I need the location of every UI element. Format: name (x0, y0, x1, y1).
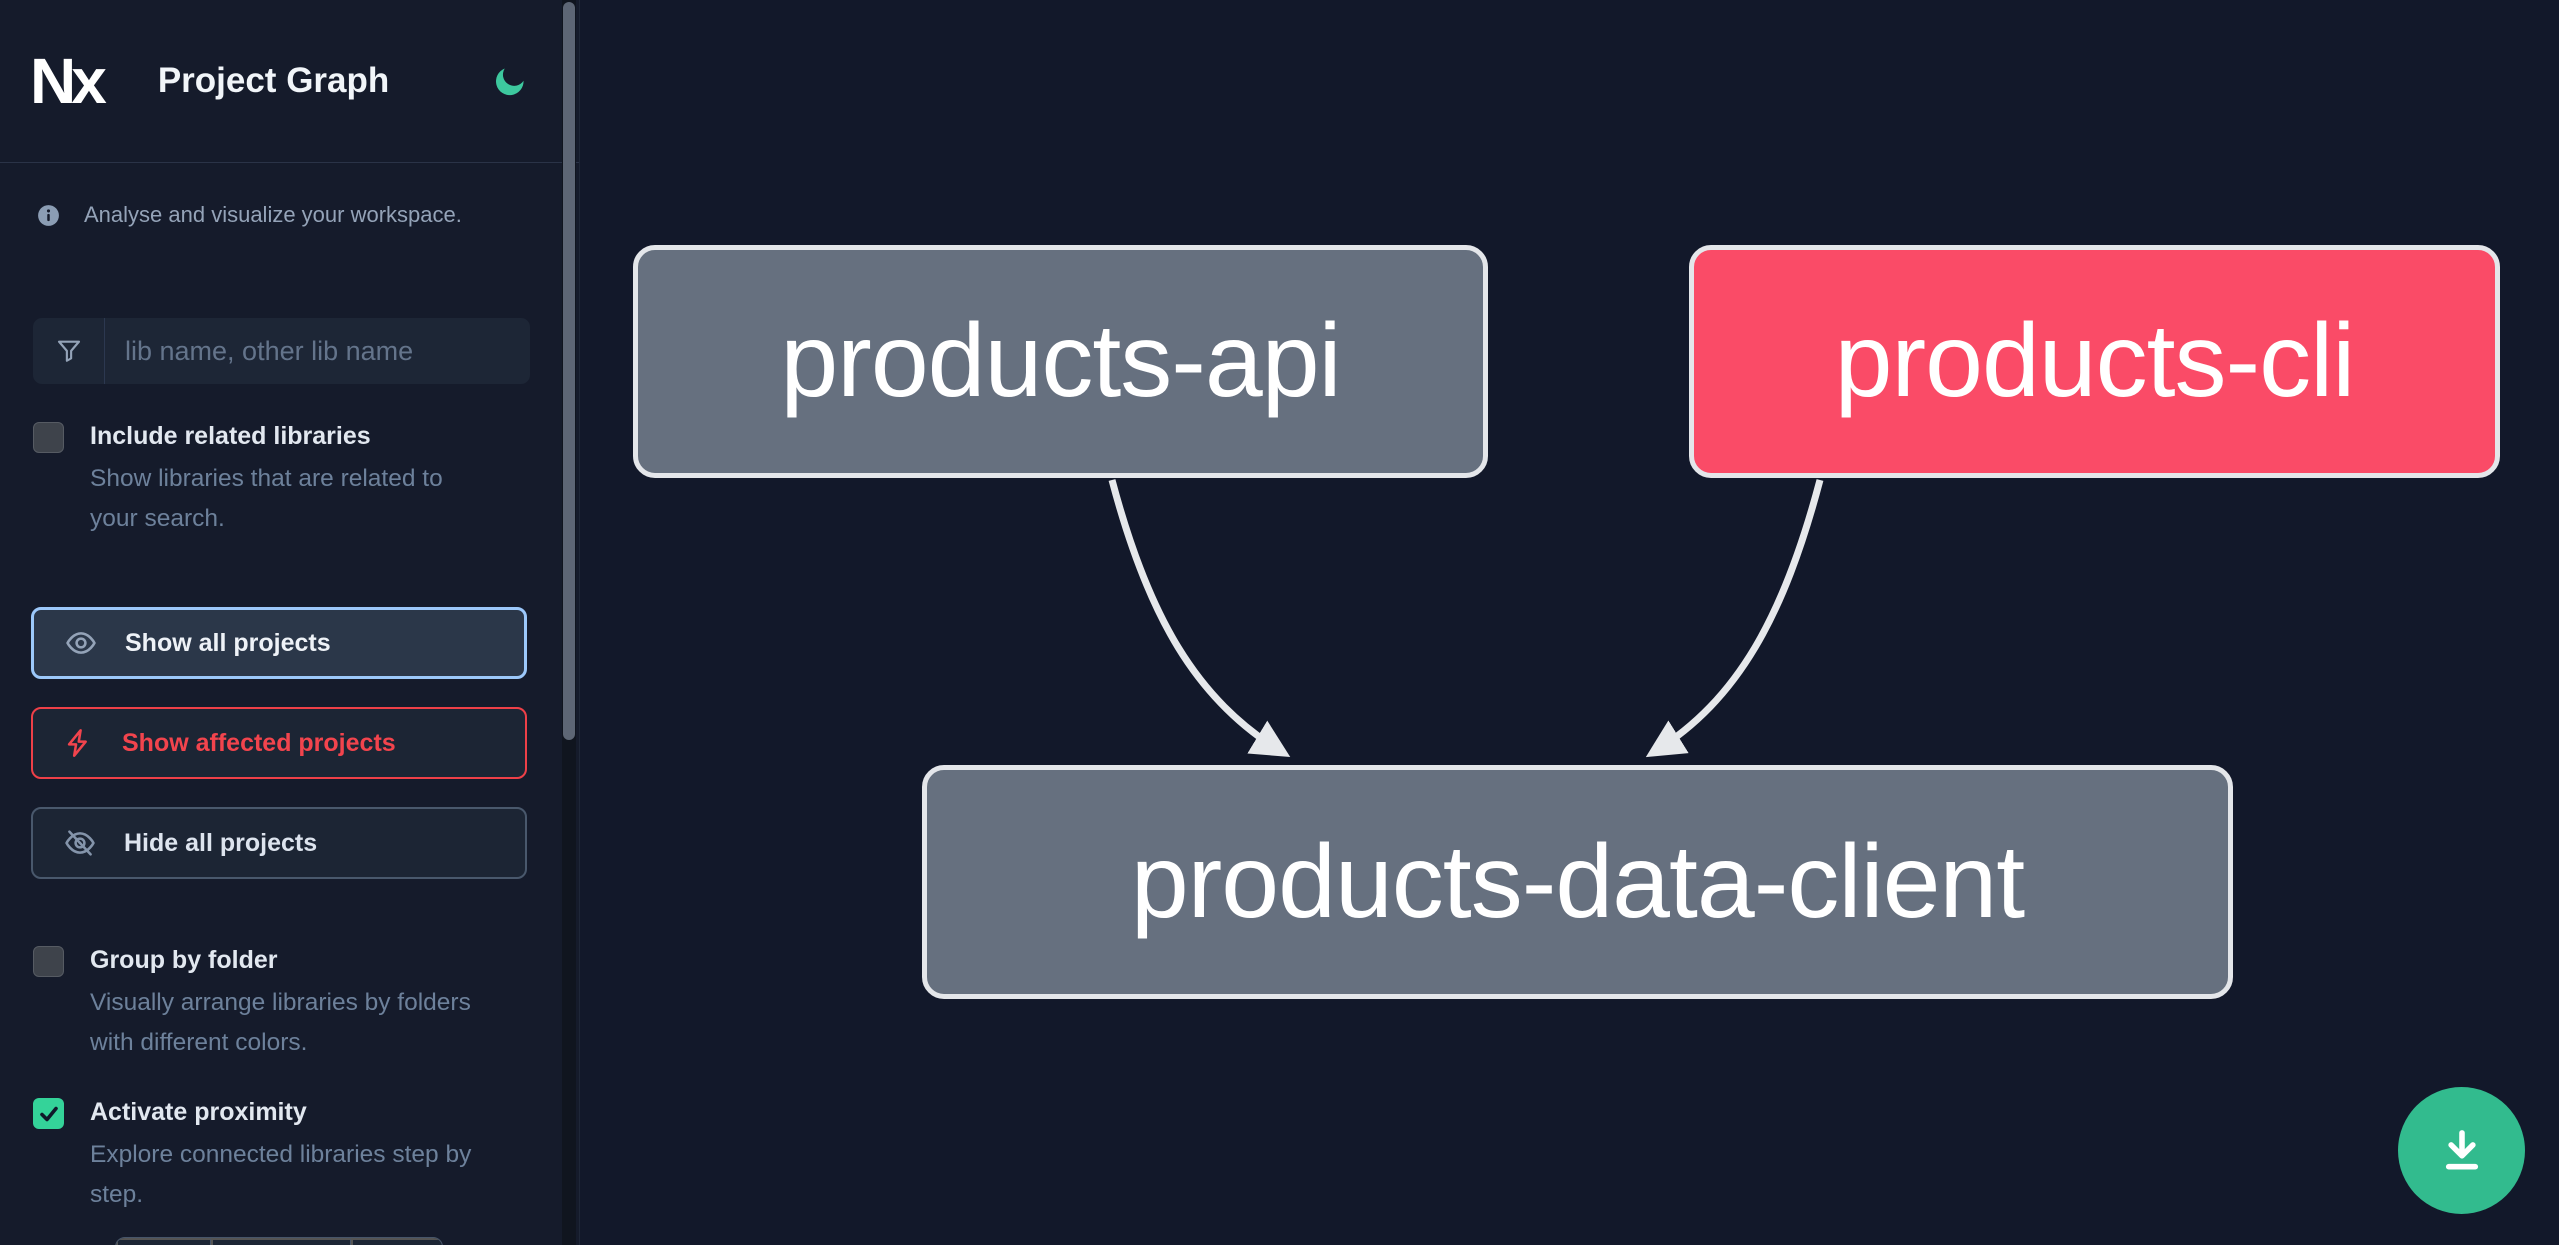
nx-logo: Nx (30, 45, 107, 117)
edge-products-cli-to-data-client (1645, 479, 1824, 758)
node-label: products-cli (1834, 303, 2356, 419)
proximity-depth-stepper (115, 1237, 443, 1245)
node-products-cli[interactable]: products-cli (1689, 245, 2500, 478)
node-label: products-data-client (1130, 823, 2025, 940)
option-include-related-libraries: Include related libraries Show libraries… (33, 420, 480, 539)
stepper-increment-button[interactable] (351, 1238, 442, 1245)
scrollbar-thumb[interactable] (563, 2, 575, 740)
eye-off-icon (63, 826, 97, 860)
download-icon (2433, 1122, 2491, 1180)
node-products-api[interactable]: products-api (633, 245, 1488, 478)
button-label: Hide all projects (124, 828, 318, 857)
search-input[interactable] (105, 318, 530, 384)
sidebar-scrollbar (562, 0, 576, 1245)
project-filter (33, 318, 530, 384)
button-label: Show all projects (125, 628, 331, 657)
workspace-subtitle-row: Analyse and visualize your workspace. (36, 202, 462, 228)
option-group-by-folder: Group by folder Visually arrange librari… (33, 944, 480, 1063)
option-description: Visually arrange libraries by folders wi… (90, 989, 471, 1056)
option-activate-proximity: Activate proximity Explore connected lib… (33, 1096, 480, 1215)
sidebar: Nx Project Graph Analyse and visualize y… (0, 0, 580, 1245)
group-by-folder-checkbox[interactable] (33, 946, 64, 977)
activate-proximity-checkbox[interactable] (33, 1098, 64, 1129)
theme-toggle-button[interactable] (491, 61, 531, 101)
option-label[interactable]: Group by folder (90, 946, 278, 974)
stepper-decrement-button[interactable] (116, 1238, 211, 1245)
check-icon (37, 1102, 61, 1126)
page-title: Project Graph (157, 61, 390, 100)
option-description: Show libraries that are related to your … (90, 465, 443, 532)
show-affected-projects-button[interactable]: Show affected projects (31, 707, 527, 779)
button-label: Show affected projects (122, 728, 396, 757)
show-all-projects-button[interactable]: Show all projects (31, 607, 527, 679)
download-image-button[interactable] (2398, 1087, 2525, 1214)
node-label: products-api (780, 303, 1341, 419)
bolt-icon (63, 727, 95, 759)
eye-icon (64, 626, 98, 660)
option-label[interactable]: Include related libraries (90, 422, 371, 450)
moon-icon (491, 62, 531, 100)
option-description: Explore connected libraries step by step… (90, 1141, 472, 1208)
subtitle-text: Analyse and visualize your workspace. (84, 202, 462, 227)
include-related-checkbox[interactable] (33, 422, 64, 453)
info-icon (36, 203, 61, 228)
stepper-value-display (211, 1238, 351, 1245)
edge-products-api-to-data-client (1108, 479, 1291, 757)
node-products-data-client[interactable]: products-data-client (922, 765, 2233, 999)
funnel-icon (33, 318, 105, 384)
option-label[interactable]: Activate proximity (90, 1098, 307, 1126)
hide-all-projects-button[interactable]: Hide all projects (31, 807, 527, 879)
sidebar-header: Nx Project Graph (0, 0, 579, 163)
